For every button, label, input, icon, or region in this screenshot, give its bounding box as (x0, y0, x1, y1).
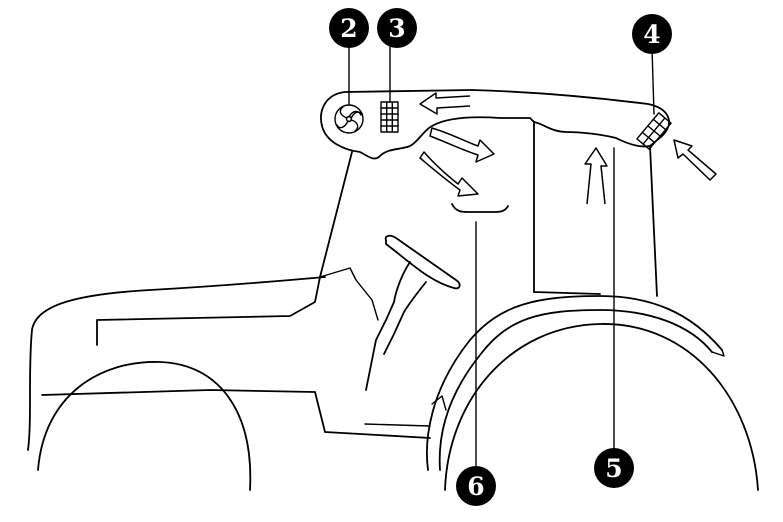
fan-icon (334, 104, 364, 134)
roof-front-module (320, 89, 535, 160)
callout-5: 5 (594, 448, 634, 488)
dash-panel (319, 267, 379, 321)
arrow-icon (429, 127, 495, 163)
callout-4: 4 (632, 14, 672, 54)
leader-lines (348, 39, 655, 473)
arrow-icon (419, 151, 479, 197)
interior-air-vent (451, 203, 509, 213)
rear-fender-inner (438, 309, 713, 471)
cab-fan (334, 104, 364, 134)
fender-lip (711, 349, 725, 357)
hood-side-panel (96, 276, 321, 346)
roof-air-duct (533, 121, 651, 148)
steering-column (365, 261, 411, 391)
cab-front-pillar (319, 151, 353, 278)
callout-2-label: 2 (340, 14, 357, 43)
cab-rear-window-line (533, 291, 601, 295)
callout-5-label: 5 (605, 454, 622, 483)
airflow-arrows (419, 92, 717, 205)
callout-4-label: 4 (643, 20, 660, 49)
front-wheel (37, 361, 252, 491)
hood-bottom-edge (41, 389, 431, 439)
cab-rear-pillar (649, 145, 658, 297)
arrow-icon (673, 139, 717, 181)
callout-6: 6 (456, 466, 496, 506)
step-frame (364, 423, 431, 427)
fresh-air-intake-filter (636, 112, 672, 150)
steering-column-back (383, 281, 427, 355)
fender-bracket (431, 395, 447, 411)
tractor-outline (27, 276, 759, 491)
steering-area (319, 234, 461, 391)
rear-wheel (444, 323, 759, 491)
rear-fender (426, 295, 723, 471)
hood (27, 276, 326, 451)
callout-3: 3 (377, 8, 417, 48)
cab-filter (380, 101, 399, 133)
callout-6-label: 6 (467, 472, 484, 501)
intake-filter-icon (636, 112, 672, 150)
steering-wheel (384, 234, 461, 290)
arrow-icon (584, 147, 608, 205)
cab (319, 89, 670, 297)
arrow-icon (419, 92, 471, 115)
callout-2: 2 (329, 8, 369, 48)
callout-3-label: 3 (388, 14, 405, 43)
filter-icon (380, 101, 399, 133)
